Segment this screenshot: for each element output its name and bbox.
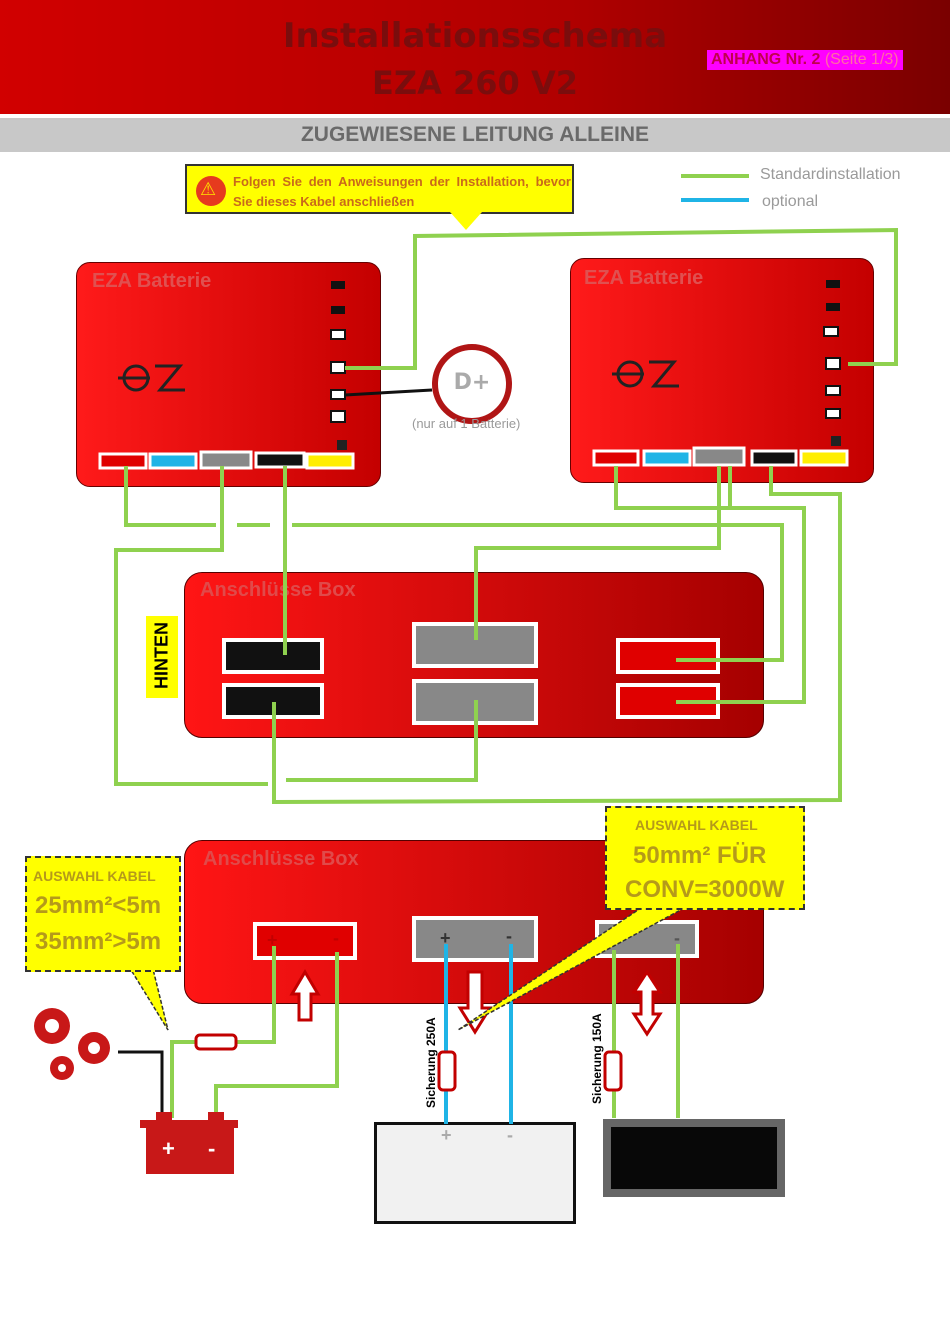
battery-left [76,262,381,487]
consumer-minus: - [507,1125,513,1145]
inverter-box [603,1119,785,1197]
dplus-terminal: D+ [432,344,512,424]
battery-right-indicators [823,280,841,446]
legend-optional-swatch [681,198,749,202]
fuse-250a-label: Sicherung 250A [424,1017,438,1108]
dplus-note: (nur auf 1 Batterie) [412,416,521,431]
vehicle-battery-icon: + - [140,1112,238,1174]
left-callout-pointer [126,964,169,1031]
warning-icon: ⚠ [196,176,226,206]
engine-gears-icon [34,1008,110,1080]
arrow-up-icon [289,969,321,1022]
cable-callout-left-line1: 25mm²<5m [35,892,162,919]
annex-number: ANHANG Nr. 2 [711,51,821,68]
dplus-wire [344,388,433,397]
legend-standard-swatch [681,174,749,178]
consumer-plus: + [441,1125,452,1145]
bottom-box-minus-3: - [674,928,680,948]
model-title: EZA 260 V2 [372,64,578,102]
annex-badge: ANHANG Nr. 2 (Seite 1/3) [707,50,903,70]
cable-callout-right-heading: AUSWAHL KABEL [635,817,758,833]
warning-text: Folgen Sie den Anweisungen der Installat… [233,174,571,209]
cable-callout-left: AUSWAHL KABEL 25mm²<5m 35mm²>5m [25,856,181,972]
eza-logo-left [118,364,185,392]
battery-left-indicators [330,281,347,450]
rear-label: HINTEN [146,616,178,698]
page-title: Installationsschema [282,16,668,56]
svg-text:-: - [208,1136,215,1161]
fuse-150a-label: Sicherung 150A [590,1013,604,1104]
legend-standard-label: Standardinstallation [760,166,901,183]
connection-box-bottom-title: Anschlüsse Box [203,848,359,870]
arrow-updown-icon [631,969,663,1037]
cable-callout-right: AUSWAHL KABEL 50mm² FÜR CONV=3000W [605,806,805,910]
consumer-box [374,1122,576,1224]
fuse-250a [437,1050,457,1092]
connection-box-top-title: Anschlüsse Box [200,579,356,601]
battery-right-ports [592,446,849,467]
subtitle-bar [0,118,950,152]
fuse-150a [603,1050,623,1092]
battery-right-title: EZA Batterie [584,267,704,289]
cable-callout-right-line2: CONV=3000W [625,876,785,903]
legend-optional-label: optional [762,193,819,210]
cable-callout-left-line2: 35mm²>5m [35,928,162,955]
arrow-down-icon [457,970,493,1035]
warning-pointer [450,212,482,230]
subtitle: ZUGEWIESENE LEITUNG ALLEINE [300,123,650,146]
svg-text:+: + [162,1136,175,1161]
engine-ground-wire [118,1050,164,1118]
cable-callout-right-line1: 50mm² FÜR [633,842,767,869]
bottom-box-plus-1: + [267,930,278,950]
warning-box: ⚠ Folgen Sie den Anweisungen der Install… [185,164,574,214]
annex-page: (Seite 1/3) [824,51,899,68]
optional-wires [444,944,513,1124]
battery-left-title: EZA Batterie [92,270,212,292]
bottom-box-minus-1: - [333,928,339,948]
cable-callout-left-heading: AUSWAHL KABEL [33,868,156,884]
battery-left-ports [98,450,355,470]
standard-wires [114,227,898,1118]
fuse-vehicle [194,1033,238,1051]
bottom-box-plus-2: + [440,928,451,948]
eza-logo-right [612,360,679,388]
top-box-terminals [222,622,720,725]
bottom-box-minus-2: - [506,926,512,946]
battery-right [570,258,874,483]
